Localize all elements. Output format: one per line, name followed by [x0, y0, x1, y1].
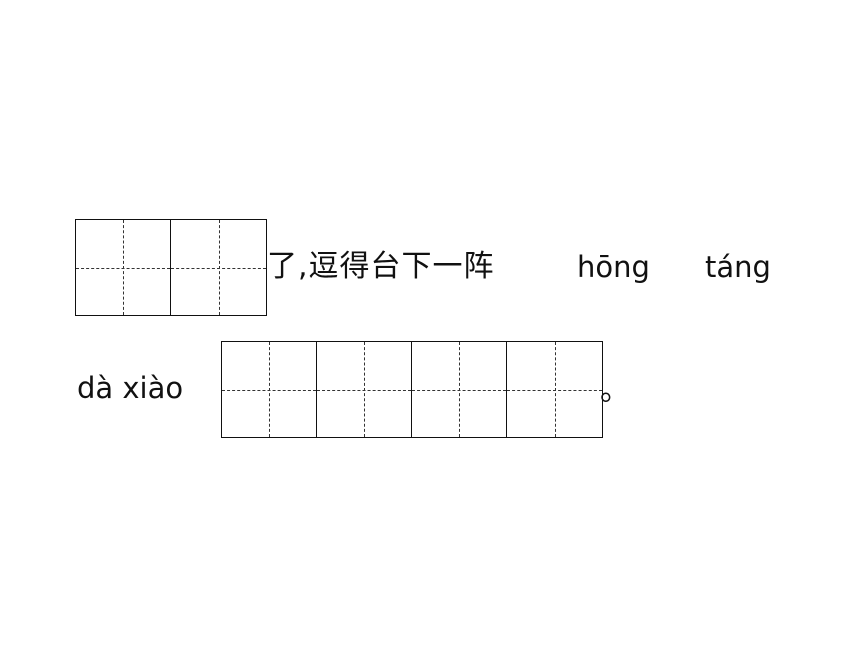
tianzige-cell[interactable]	[317, 342, 412, 437]
tianzige-answer-grid-1[interactable]	[75, 219, 267, 316]
tianzige-cell[interactable]	[507, 342, 602, 437]
sentence-text: 了,逗得台下一阵	[267, 249, 495, 284]
tianzige-cell[interactable]	[222, 342, 317, 437]
sentence-end-punctuation: 。	[600, 373, 631, 408]
tianzige-answer-grid-2[interactable]	[221, 341, 603, 438]
tianzige-cell[interactable]	[412, 342, 507, 437]
pinyin-syllable: hōng	[577, 250, 650, 284]
tianzige-cell[interactable]	[171, 220, 266, 315]
tianzige-cell[interactable]	[76, 220, 171, 315]
pinyin-phrase: dà xiào	[77, 371, 184, 405]
pinyin-syllable: táng	[705, 250, 771, 284]
